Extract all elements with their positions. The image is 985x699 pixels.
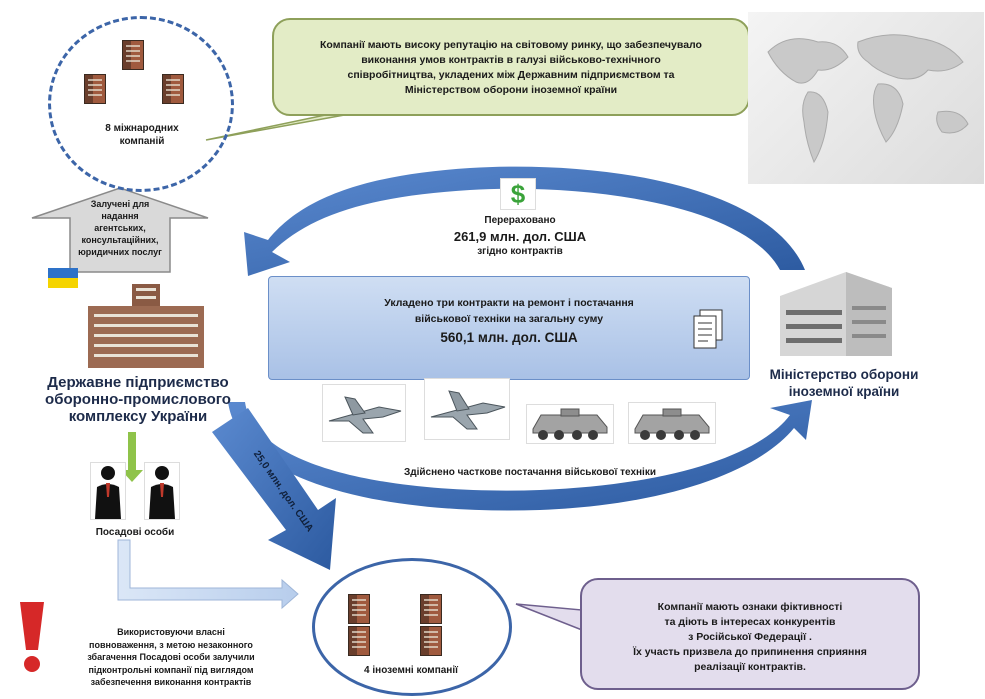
bubble-line: реалізації контрактів. xyxy=(694,661,806,673)
bottom-bubble-tail xyxy=(515,603,583,632)
label-line: іноземної країни xyxy=(788,384,900,399)
label-line: Міністерство оборони xyxy=(769,367,919,382)
bubble-line: Компанії мають ознаки фіктивності xyxy=(657,601,843,613)
delivery-caption: Здійснено часткове постачання військової… xyxy=(404,467,656,478)
text-line: підконтрольні компанії під виглядом xyxy=(88,664,254,675)
bubble-line: співробітництва, укладених між Державним… xyxy=(347,69,675,81)
scroll-line: Укладено три контракти на ремонт і поста… xyxy=(384,297,634,309)
green-down-arrow xyxy=(121,432,143,482)
state-enterprise-label: Державне підприємство оборонно-промислов… xyxy=(20,374,256,425)
label-line: агентських, xyxy=(94,223,146,233)
bottom-fictitious-bubble: Компанії мають ознаки фіктивності та дію… xyxy=(580,578,920,690)
document-icon xyxy=(692,308,726,350)
building-icon xyxy=(162,74,184,104)
scroll-amount: 560,1 млн. дол. США xyxy=(440,330,578,345)
label-line: Державне підприємство xyxy=(47,374,229,391)
text-line: забезпечення виконання контрактів xyxy=(90,677,252,687)
scroll-line: військової техніки на загальну суму xyxy=(414,313,604,325)
state-enterprise-building-icon xyxy=(84,282,208,370)
lower-curved-arrow xyxy=(228,400,812,511)
bubble-line: Компанії мають високу репутацію на світо… xyxy=(320,39,702,51)
text-line: повноваження, з метою незаконного xyxy=(89,639,253,650)
building-icon xyxy=(420,594,442,624)
foreign-companies-label: 4 іноземні компанії xyxy=(364,665,458,676)
transfer-text: Перераховано 261,9 млн. дол. США згідно … xyxy=(430,214,610,259)
building-icon xyxy=(122,40,144,70)
top-reputation-bubble: Компанії мають високу репутацію на світо… xyxy=(272,18,750,116)
transfer-amount: 261,9 млн. дол. США xyxy=(453,229,587,244)
building-icon xyxy=(420,626,442,656)
bottom-left-text: Використовуючи власні повноваження, з ме… xyxy=(56,626,286,689)
officials-label: Посадові особи xyxy=(95,527,175,538)
up-arrow xyxy=(31,187,209,273)
diagonal-amount-arrow xyxy=(212,408,336,570)
bubble-line: виконання умов контрактів в галузі війсь… xyxy=(361,54,661,66)
label-line: 8 міжнародних xyxy=(105,123,179,134)
exclamation-icon xyxy=(14,598,50,676)
world-map-icon xyxy=(748,12,984,184)
transfer-line: згідно контрактів xyxy=(477,246,563,257)
bubble-line: Їх участь призвела до припинення сприянн… xyxy=(633,646,867,658)
foreign-companies-circle xyxy=(312,558,512,696)
dollar-icon: $ xyxy=(500,178,536,210)
bubble-line: з Російської Федерації . xyxy=(688,631,812,643)
fighter-jet-icon xyxy=(424,378,510,440)
ministry-building-icon xyxy=(776,266,896,360)
text-line: Використовуючи власні xyxy=(117,627,225,637)
label-line: оборонно-промислового xyxy=(45,391,231,408)
bubble-line: та діють в інтересах конкурентів xyxy=(664,616,836,628)
label-line: юридичних послуг xyxy=(78,247,162,257)
ministry-label: Міністерство оборони іноземної країни xyxy=(760,366,928,400)
ukraine-flag-icon xyxy=(48,268,78,288)
person-icon xyxy=(90,462,126,520)
label-line: надання xyxy=(101,211,139,221)
building-icon xyxy=(348,594,370,624)
label-line: комплексу України xyxy=(68,408,208,425)
bubble-line: Міністерством оборони іноземної країни xyxy=(404,84,618,96)
fighter-jet-icon xyxy=(322,384,406,442)
building-icon xyxy=(348,626,370,656)
intl-companies-label: 8 міжнародних компаній xyxy=(80,122,204,148)
armored-vehicle-icon xyxy=(628,402,716,444)
label-line: Залучені для xyxy=(90,199,150,209)
text-line: збагачення Посадові особи залучили xyxy=(87,652,255,662)
label-line: консультаційних, xyxy=(81,235,159,245)
armored-vehicle-icon xyxy=(526,404,614,444)
light-elbow-arrow xyxy=(117,539,299,610)
upper-curved-arrow xyxy=(244,166,805,276)
person-icon xyxy=(144,462,180,520)
label-line: компаній xyxy=(119,136,165,147)
building-icon xyxy=(84,74,106,104)
transfer-line: Перераховано xyxy=(484,215,556,226)
up-arrow-label: Залучені для надання агентських, консуль… xyxy=(72,198,168,258)
contract-scroll: Укладено три контракти на ремонт і поста… xyxy=(268,276,750,380)
intl-companies-circle xyxy=(48,16,234,192)
